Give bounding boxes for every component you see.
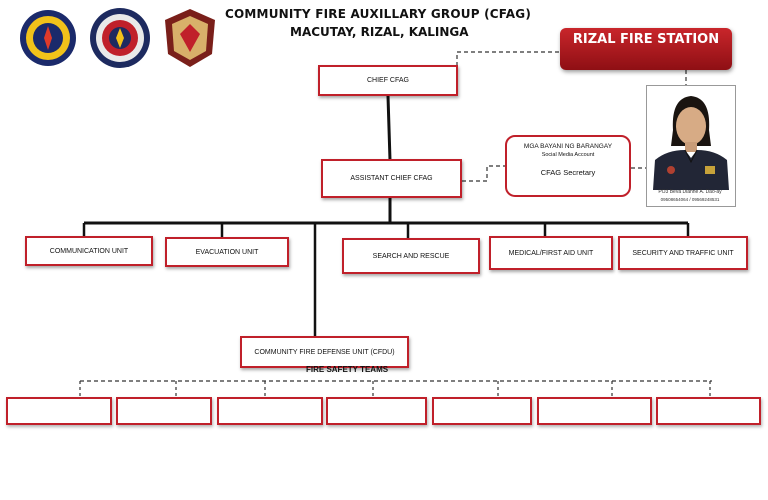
unit-search-and-rescue: SEARCH AND RESCUE [342,238,480,274]
secretary-photo-card: PO3 Beva Dianne A. Dao-ay 09508654064 / … [646,85,736,207]
secretary-box: MGA BAYANI NG BARANGAY Social Media Acco… [505,135,631,197]
secretary-line1: MGA BAYANI NG BARANGAY [523,143,613,150]
team-box [217,397,323,425]
team-box [6,397,112,425]
unit-evacuation: EVACUATION UNIT [165,237,289,267]
bureau-of-fire-protection-icon [88,6,152,70]
team-box [326,397,427,425]
org-location: MACUTAY, RIZAL, KALINGA [290,25,469,39]
photo-contact: 09508654064 / 09569248531 [660,197,720,202]
photo-name: PO3 Beva Dianne A. Dao-ay [658,189,722,195]
secretary-line2: Social Media Account [541,152,595,158]
station-label: RIZAL FIRE STATION [560,28,732,70]
unit-communication: COMMUNICATION UNIT [25,236,153,266]
node-chief: CHIEF CFAG [318,65,458,96]
unit-medical-first-aid: MEDICAL/FIRST AID UNIT [489,236,613,270]
secretary-role: CFAG Secretary [540,168,596,177]
team-box [116,397,212,425]
org-title: COMMUNITY FIRE AUXILLARY GROUP (CFAG) [225,7,532,21]
fire-marshal-shield-icon [160,6,220,70]
bfp-seal-icon [18,8,78,68]
secretary-photo [647,86,734,190]
node-cfdu: COMMUNITY FIRE DEFENSE UNIT (CFDU) [240,336,409,368]
team-box [432,397,532,425]
team-box [656,397,761,425]
fire-safety-teams-label: FIRE SAFETY TEAMS [306,365,389,374]
team-box [537,397,652,425]
unit-security-traffic: SECURITY AND TRAFFIC UNIT [618,236,748,270]
node-assistant-chief: ASSISTANT CHIEF CFAG [321,159,462,198]
